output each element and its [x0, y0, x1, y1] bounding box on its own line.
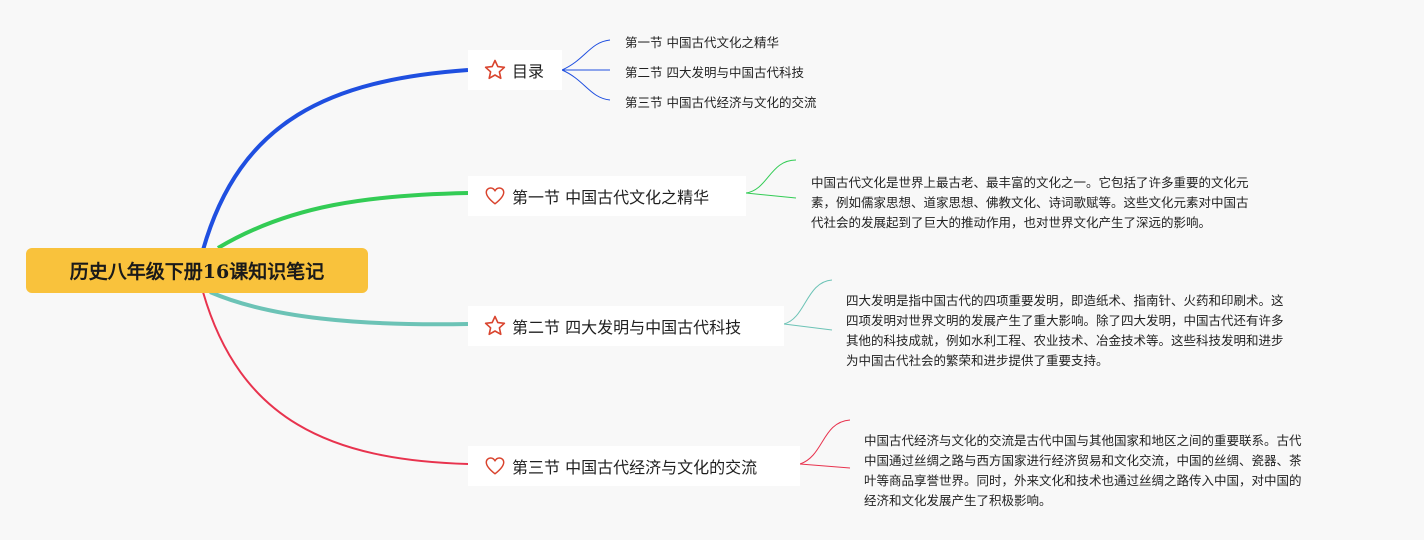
star-icon — [482, 313, 508, 339]
note-line: 中国古代经济与文化的交流是古代中国与其他国家和地区之间的重要联系。古代 — [864, 433, 1302, 448]
heart-icon — [482, 183, 508, 209]
note-line-section-3-b — [799, 463, 851, 469]
note-line: 经济和文化发展产生了积极影响。 — [864, 493, 1052, 508]
topic-section-3[interactable]: 第三节 中国古代经济与文化的交流 — [468, 446, 800, 486]
note-line: 其他的科技成就，例如水利工程、农业技术、冶金技术等。这些科技发明和进步 — [846, 333, 1284, 348]
branch-line-toc — [201, 68, 469, 251]
note-line-section-1-a — [745, 159, 797, 194]
note-line: 四项发明对世界文明的发展产生了重大影响。除了四大发明，中国古代还有许多 — [846, 313, 1284, 328]
note-line: 叶等商品享誉世界。同时，外来文化和技术也通过丝绸之路传入中国，对中国的 — [864, 473, 1302, 488]
note-line-section-2-a — [783, 279, 833, 325]
topic-toc[interactable]: 目录 — [468, 50, 562, 90]
note-line: 中国古代文化是世界上最古老、最丰富的文化之一。它包括了许多重要的文化元 — [811, 175, 1249, 190]
note-line-section-3-a — [799, 419, 851, 465]
topic-label: 目录 — [512, 62, 545, 81]
heart-icon — [482, 453, 508, 479]
toc-item-3[interactable]: 第三节 中国古代经济与文化的交流 — [625, 95, 817, 110]
topic-section-1[interactable]: 第一节 中国古代文化之精华 — [468, 176, 746, 216]
note-line-section-1-b — [745, 192, 797, 199]
note-line-section-2-b — [783, 323, 833, 331]
branch-line-section-1 — [216, 191, 469, 250]
central-topic[interactable]: 历史八年级下册16课知识笔记 — [26, 248, 368, 293]
topic-section-2[interactable]: 第二节 四大发明与中国古代科技 — [468, 306, 784, 346]
note-section-1: 中国古代文化是世界上最古老、最丰富的文化之一。它包括了许多重要的文化元 素，例如… — [811, 173, 1249, 233]
note-section-2: 四大发明是指中国古代的四项重要发明，即造纸术、指南针、火药和印刷术。这 四项发明… — [846, 291, 1284, 371]
sub-line-toc-3 — [561, 69, 611, 101]
toc-item-2[interactable]: 第二节 四大发明与中国古代科技 — [625, 65, 804, 80]
branch-line-section-3 — [202, 291, 469, 465]
branch-line-section-2 — [209, 290, 469, 327]
star-icon — [482, 57, 508, 83]
note-line: 为中国古代社会的繁荣和进步提供了重要支持。 — [846, 353, 1109, 368]
sub-line-toc-1 — [561, 39, 611, 71]
note-line: 中国通过丝绸之路与西方国家进行经济贸易和文化交流，中国的丝绸、瓷器、茶 — [864, 453, 1302, 468]
topic-label: 第一节 中国古代文化之精华 — [512, 188, 710, 207]
note-line: 四大发明是指中国古代的四项重要发明，即造纸术、指南针、火药和印刷术。这 — [846, 293, 1284, 308]
topic-label: 第二节 四大发明与中国古代科技 — [512, 318, 742, 337]
note-line: 素，例如儒家思想、道家思想、佛教文化、诗词歌赋等。这些文化元素对中国古 — [811, 195, 1249, 210]
toc-item-1[interactable]: 第一节 中国古代文化之精华 — [625, 35, 779, 50]
topic-label: 第三节 中国古代经济与文化的交流 — [512, 458, 758, 477]
note-line: 代社会的发展起到了巨大的推动作用，也对世界文化产生了深远的影响。 — [811, 215, 1212, 230]
note-section-3: 中国古代经济与文化的交流是古代中国与其他国家和地区之间的重要联系。古代 中国通过… — [864, 431, 1302, 511]
